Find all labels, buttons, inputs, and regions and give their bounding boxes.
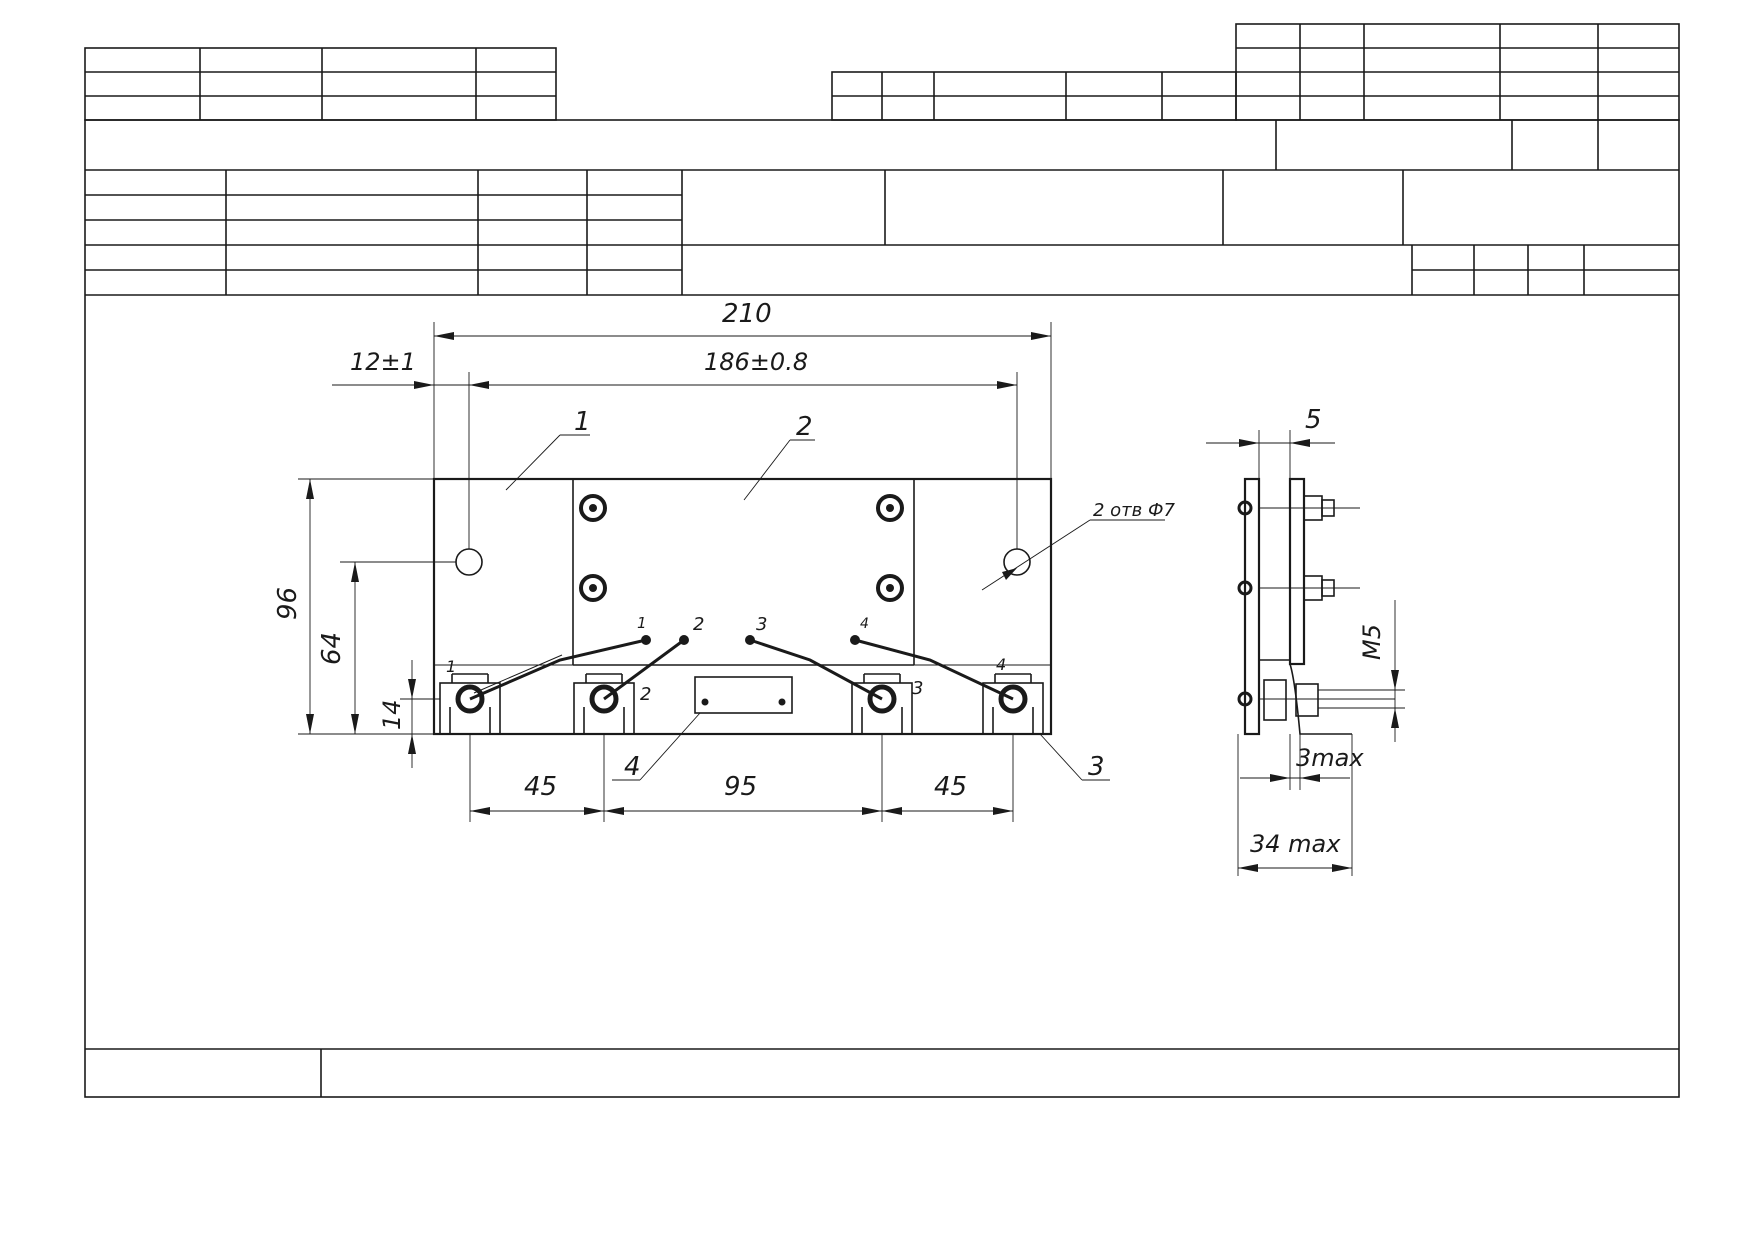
front-dimensions: 210 186±0.8 12±1 96 64 14 [273,299,1052,822]
terminal-label-2: 2 [640,684,651,705]
lead-label-4: 4 [860,616,869,632]
dim-span-middle: 95 [724,772,757,802]
dim-span-right: 45 [934,772,967,802]
lead-label-3: 3 [756,614,767,635]
dim-overall-width: 210 [722,299,772,329]
base-plate [432,477,1053,736]
callouts: 1 2 3 4 2 отв Ф7 1 2 3 4 1 2 3 4 [446,407,1175,782]
dim-hole-height: 64 [317,632,347,665]
bolt-holes [579,494,904,602]
terminal-label-4: 4 [996,655,1006,674]
dim-thread: M5 [1358,624,1386,660]
callout-part2: 2 [796,412,813,442]
mounting-hole-left [455,548,483,576]
dim-terminal-height: 14 [378,699,406,730]
terminal-label-1: 1 [446,657,456,676]
callout-part4: 4 [624,752,641,782]
dim-gap-max: 3max [1296,744,1364,772]
nameplate [694,676,793,714]
terminal-label-3: 3 [912,678,923,699]
callout-holes: 2 отв Ф7 [1093,500,1175,521]
side-view: 5 M5 3max 34 max [1206,405,1405,876]
terminal-clamps [439,673,1044,735]
dim-side-plate: 5 [1305,405,1322,435]
dim-hole-spacing: 186±0.8 [704,348,808,376]
lead-wires [469,635,1014,701]
lead-label-1: 1 [637,614,647,632]
dim-span-left: 45 [524,772,557,802]
lead-label-2: 2 [693,614,704,635]
title-block [84,23,1680,1098]
dim-depth-max: 34 max [1250,830,1341,858]
dim-edge-offset: 12±1 [350,348,416,376]
callout-part1: 1 [574,407,591,437]
front-view [340,477,1053,736]
callout-part3: 3 [1088,752,1105,782]
dim-height: 96 [273,587,303,620]
